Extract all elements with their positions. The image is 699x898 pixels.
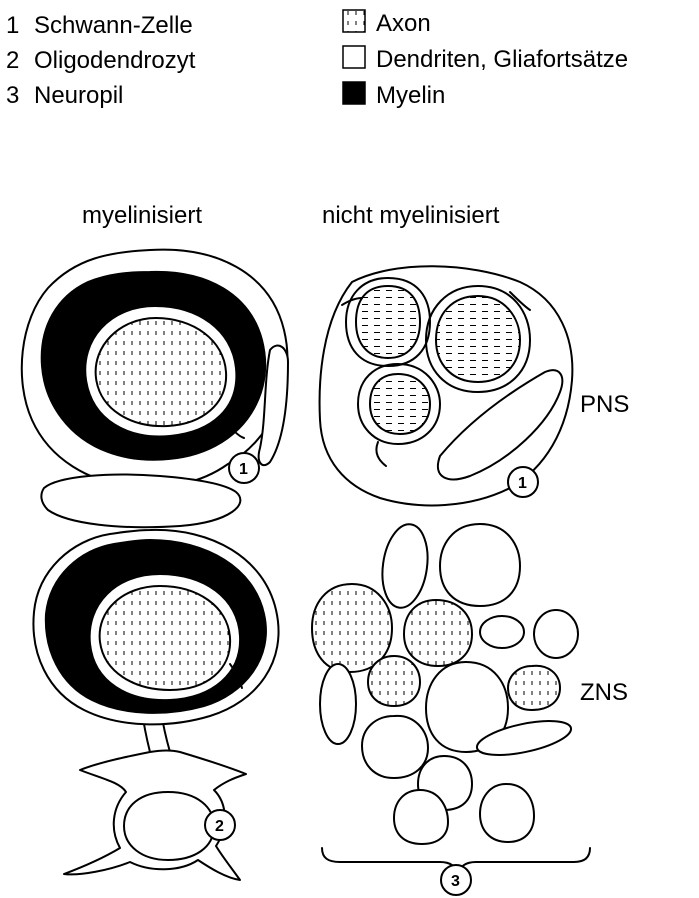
axon-unmyelinated-pns-2: [434, 294, 522, 384]
schwann-cell-lobe: [257, 344, 289, 467]
legend-swatch-myelin: [342, 81, 366, 105]
mesaxon-line: [223, 417, 245, 439]
unmyelinated-pns-bundle: 1: [318, 265, 574, 507]
cns-neuropil: [310, 523, 591, 875]
neuropil-dendrite-8: [475, 720, 573, 756]
legend-swatch-dendrite: [342, 45, 366, 69]
marker-3-group: 3: [440, 864, 472, 896]
neuropil-axon-2: [402, 598, 474, 668]
cns-mesaxon: [229, 663, 243, 689]
marker-2-bg: [204, 809, 236, 841]
mesaxon-pns-1: [341, 297, 363, 306]
neuropil-dendrite-11: [479, 783, 535, 843]
neuropil-dendrite-5: [425, 661, 509, 753]
myelinated-cns-fiber: 2: [32, 528, 280, 881]
remak-schwann-crescent: [437, 369, 564, 481]
marker-3-disc: [440, 864, 472, 896]
neuropil-dendrite-1: [381, 523, 429, 609]
mesaxon-pns-3: [375, 441, 387, 467]
legend-swatch-axon: [342, 9, 366, 33]
axon-unmyelinated-pns-1: [354, 284, 422, 360]
legend: 1 Schwann-Zelle 2 Oligodendrozyt 3 Neuro…: [6, 9, 628, 109]
oligodendrocyte-nucleus-area: [123, 791, 215, 861]
marker-2: 2: [215, 818, 224, 835]
neuropil-dendrite-4: [533, 609, 579, 659]
legend-label-neuropil: Neuropil: [34, 82, 123, 109]
neuropil-dendrite-2: [439, 523, 521, 607]
marker-1-myelinated-bg: [228, 452, 260, 484]
neuropil-axon-4: [506, 664, 562, 712]
legend-label-schwann: Schwann-Zelle: [34, 12, 193, 39]
neuropil-axon-3: [366, 654, 422, 708]
mesaxon-pns-2: [509, 291, 531, 311]
axon-pns-2-ring: [425, 285, 531, 393]
row-label-pns: PNS: [580, 391, 629, 418]
legend-num-3: 3: [6, 82, 19, 109]
neuropil-axon-1: [310, 582, 394, 674]
neuropil-dendrite-7: [361, 714, 429, 779]
legend-label-axon: Axon: [376, 10, 431, 37]
schwann-cell-nucleus-crescent: [40, 473, 242, 529]
axon-myelinated-cns: [98, 584, 232, 692]
legend-num-1: 1: [6, 12, 19, 39]
marker-1-unmyelinated: 1: [518, 475, 527, 492]
row-label-zns: ZNS: [580, 679, 628, 706]
column-heading-unmyelinated: nicht myelinisiert: [322, 202, 500, 229]
column-heading-myelinated: myelinisiert: [82, 202, 202, 229]
neuropil-dendrite-10: [393, 789, 449, 845]
legend-label-dendrite: Dendriten, Gliafortsätze: [376, 46, 628, 73]
myelinated-pns-fiber: 1: [20, 248, 289, 529]
axon-myelinated-pns: [94, 316, 228, 428]
axon-unmyelinated-pns-3: [368, 372, 432, 436]
neuropil-dendrite-6: [319, 663, 357, 745]
axon-pns-3-ring: [357, 363, 441, 445]
marker-1-myelinated: 1: [239, 461, 248, 478]
marker-3: 3: [451, 873, 460, 890]
legend-label-oligo: Oligodendrozyt: [34, 47, 196, 74]
legend-num-2: 2: [6, 47, 19, 74]
legend-label-myelin: Myelin: [376, 82, 445, 109]
neuropil-dendrite-3: [479, 615, 525, 649]
marker-1-unmyelinated-bg: [507, 466, 539, 498]
